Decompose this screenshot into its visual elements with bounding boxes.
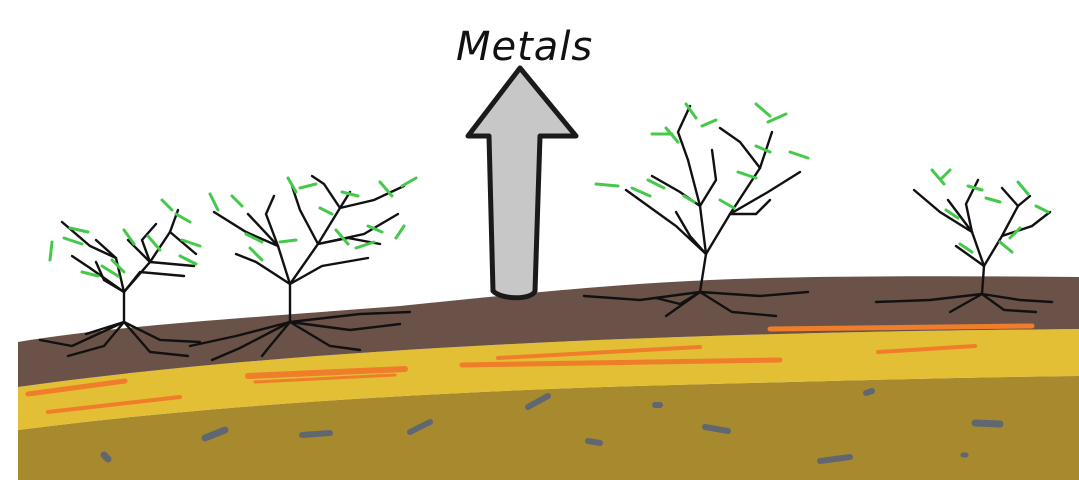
rock-chunk [302,433,330,435]
rock-chunk [104,455,108,459]
rock-chunk [705,427,728,431]
metals-arrow [468,68,576,298]
leaves [932,170,1048,252]
rock-chunk [975,423,1000,424]
arrow-up-icon [468,68,576,298]
metals-label: Metals [456,24,593,70]
rock-chunk [588,441,600,443]
rock-chunk [866,391,872,393]
rock-chunk [820,457,850,461]
leaves [210,178,416,260]
metal-streak [770,326,1032,329]
soil-layers [18,276,1079,480]
